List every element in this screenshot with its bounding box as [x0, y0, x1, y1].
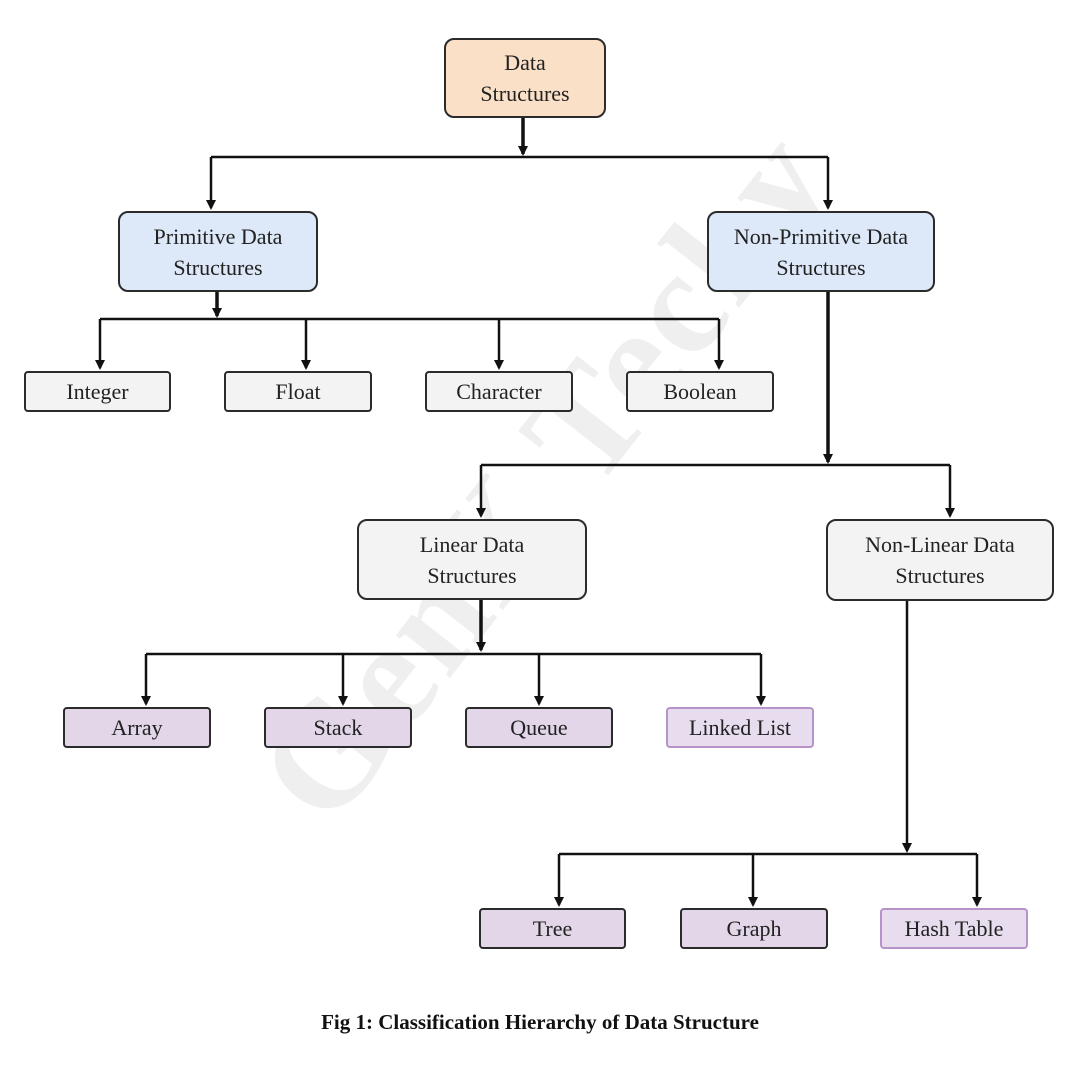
node-label: Primitive Data Structures	[153, 223, 283, 280]
node-label: Linear Data Structures	[419, 531, 525, 588]
node-tree: Tree	[479, 908, 626, 949]
node-primitive-data-structures: Primitive Data Structures	[118, 211, 318, 292]
node-label: Queue	[510, 715, 568, 740]
node-label: Graph	[726, 916, 782, 941]
node-queue: Queue	[465, 707, 613, 748]
node-character: Character	[425, 371, 573, 412]
node-label: Linked List	[688, 715, 792, 740]
node-label: Boolean	[663, 379, 737, 404]
node-float: Float	[224, 371, 372, 412]
node-graph: Graph	[680, 908, 828, 949]
node-non-primitive-data-structures: Non-Primitive Data Structures	[707, 211, 935, 292]
node-array: Array	[63, 707, 211, 748]
node-label: Non-Linear Data Structures	[865, 532, 1015, 588]
node-integer: Integer	[24, 371, 171, 412]
node-label: Tree	[532, 916, 573, 941]
node-label: Character	[456, 379, 542, 404]
node-label: Stack	[313, 715, 363, 740]
node-boolean: Boolean	[626, 371, 774, 412]
node-linear-data-structures: Linear Data Structures	[357, 519, 587, 600]
node-data-structures: Data Structures	[444, 38, 606, 118]
node-linked-list: Linked List	[666, 707, 814, 748]
node-label: Float	[275, 379, 321, 404]
node-non-linear-data-structures: Non-Linear Data Structures	[826, 519, 1054, 601]
figure-caption: Fig 1: Classification Hierarchy of Data …	[321, 1010, 759, 1034]
node-label: Non-Primitive Data Structures	[733, 223, 909, 280]
node-label: Array	[111, 715, 163, 740]
node-label: Data Structures	[480, 50, 570, 106]
node-stack: Stack	[264, 707, 412, 748]
node-label: Hash Table	[904, 916, 1004, 941]
node-hash-table: Hash Table	[880, 908, 1028, 949]
node-label: Integer	[66, 379, 129, 404]
